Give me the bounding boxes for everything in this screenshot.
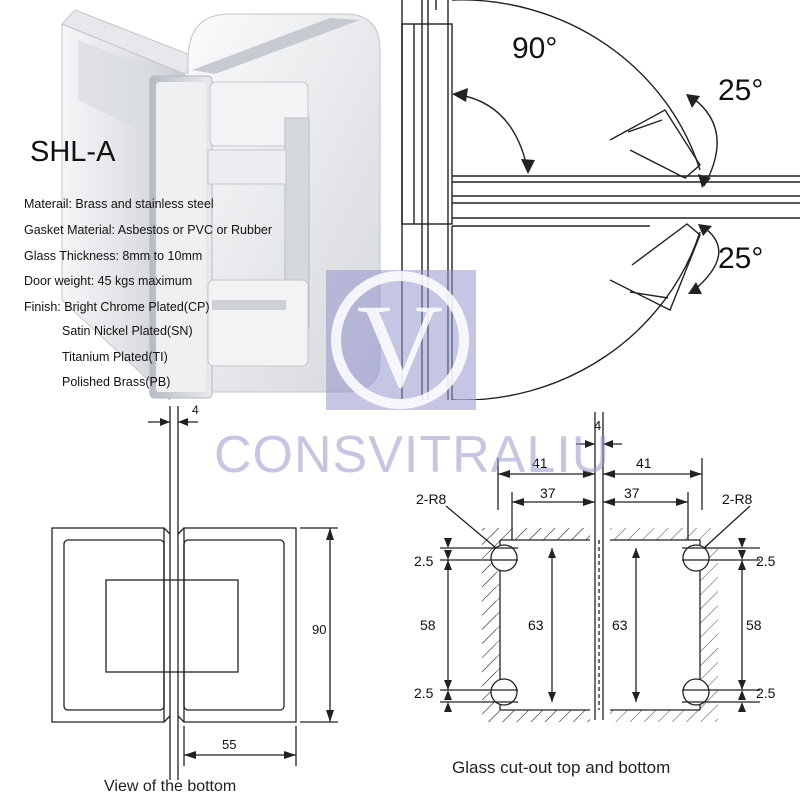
spec-glass-thickness: Glass Thickness: 8mm to 10mm bbox=[24, 249, 203, 263]
bottom-width-dimension: 55 bbox=[222, 737, 236, 752]
spec-gasket: Gasket Material: Asbestos or PVC or Rubb… bbox=[24, 223, 273, 237]
angle-lower-label: 25° bbox=[718, 242, 763, 275]
cutout-gap-dimension: 4 bbox=[594, 418, 601, 433]
cutout-caption: Glass cut-out top and bottom bbox=[452, 758, 671, 777]
angle-upper-label: 25° bbox=[718, 74, 763, 107]
slot-right-dimension: 58 bbox=[746, 617, 762, 633]
spec-material: Materail: Brass and stainless steel bbox=[24, 197, 214, 211]
opening-angle-diagram: 90° 25° 25° bbox=[401, 0, 800, 400]
depth-left-dimension: 63 bbox=[528, 617, 544, 633]
inner-left-dimension: 37 bbox=[540, 485, 556, 501]
bottom-view-drawing: 4 90 55 bbox=[51, 403, 338, 780]
cutout-view-panel: 4 41 41 37 37 2-R8 2-R8 2.5 2.5 2.5 2.5 … bbox=[400, 400, 800, 800]
offset-top-left-dimension: 2.5 bbox=[414, 553, 434, 569]
inner-right-dimension: 37 bbox=[624, 485, 640, 501]
bottom-view-panel: 4 90 55 View of the bottom bbox=[0, 400, 400, 800]
offset-bottom-left-dimension: 2.5 bbox=[414, 685, 434, 701]
outer-left-dimension: 41 bbox=[532, 455, 548, 471]
radius-right-label: 2-R8 bbox=[722, 491, 753, 507]
finish-polished-brass: Polished Brass(PB) bbox=[62, 375, 171, 389]
spec-door-weight: Door weight: 45 kgs maximum bbox=[24, 274, 193, 288]
outer-right-dimension: 41 bbox=[636, 455, 652, 471]
finish-titanium: Titanium Plated(TI) bbox=[62, 350, 168, 364]
cutout-drawing: 4 41 41 37 37 2-R8 2-R8 2.5 2.5 2.5 2.5 … bbox=[414, 412, 776, 722]
depth-right-dimension: 63 bbox=[612, 617, 628, 633]
model-title: SHL-A bbox=[30, 136, 116, 168]
bottom-height-dimension: 90 bbox=[312, 622, 326, 637]
slot-left-dimension: 58 bbox=[420, 617, 436, 633]
opening-angle-panel: 90° 25° 25° bbox=[400, 0, 800, 400]
angle-90-label: 90° bbox=[512, 32, 557, 65]
hinge-illustration bbox=[61, 9, 381, 400]
product-photo-panel: SHL-A Materail: Brass and stainless stee… bbox=[0, 0, 400, 400]
finish-satin-nickel: Satin Nickel Plated(SN) bbox=[62, 324, 193, 338]
bottom-gap-dimension: 4 bbox=[192, 403, 199, 417]
spec-finish: Finish: Bright Chrome Plated(CP) bbox=[24, 300, 210, 314]
offset-bottom-right-dimension: 2.5 bbox=[756, 685, 776, 701]
bottom-view-caption: View of the bottom bbox=[104, 778, 237, 795]
offset-top-right-dimension: 2.5 bbox=[756, 553, 776, 569]
radius-left-label: 2-R8 bbox=[416, 491, 447, 507]
